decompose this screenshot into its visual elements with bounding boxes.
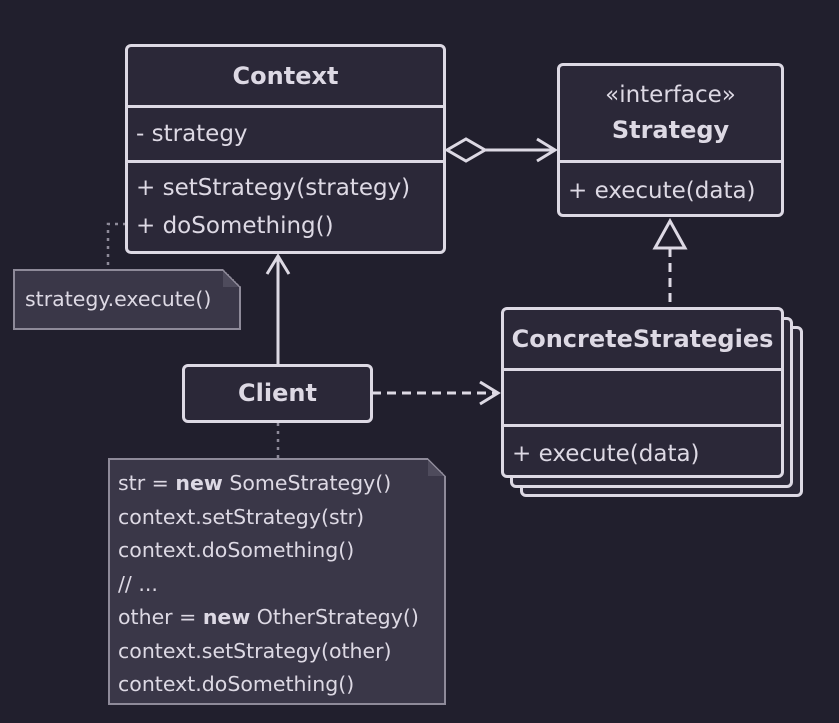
context-note-anchor	[106, 222, 126, 270]
client-note-line: context.doSomething()	[110, 668, 444, 702]
code-text: SomeStrategy()	[222, 471, 392, 495]
code-text: context.setStrategy(str)	[118, 504, 365, 529]
code-text: context.setStrategy(other)	[118, 638, 392, 663]
client-note-line: context.setStrategy(str)	[110, 501, 444, 535]
aggregation-diamond	[444, 137, 488, 163]
client-note: str = new SomeStrategy() context.setStrat…	[108, 458, 446, 705]
code-text: other =	[118, 605, 203, 629]
client-note-line: context.setStrategy(other)	[110, 635, 444, 669]
strategy-stereotype: «interface»	[605, 82, 736, 108]
code-text: str =	[118, 471, 176, 495]
client-note-line: context.doSomething()	[110, 534, 444, 568]
dependency-arrowhead	[479, 380, 501, 406]
client-note-line: other = new OtherStrategy()	[110, 601, 444, 635]
context-methods: + setStrategy(strategy) + doSomething()	[128, 160, 443, 254]
context-class: Context - strategy + setStrategy(strateg…	[125, 44, 446, 254]
context-method-do-something: + doSomething()	[136, 213, 334, 239]
code-keyword: new	[175, 471, 223, 495]
code-keyword: new	[202, 605, 251, 629]
code-text: // ...	[118, 571, 158, 596]
context-note-text: strategy.execute()	[25, 287, 212, 311]
strategy-interface-name: Strategy	[611, 116, 730, 144]
concrete-method-execute: + execute(data)	[504, 424, 781, 478]
concrete-strategies-class: ConcreteStrategies + execute(data)	[501, 307, 784, 478]
context-class-name: Context	[232, 62, 339, 90]
client-note-line: str = new SomeStrategy()	[110, 467, 444, 501]
client-note-line: // ...	[110, 568, 444, 602]
aggregation-connector	[444, 137, 558, 163]
code-text: context.doSomething()	[118, 672, 355, 696]
client-dependency-connector	[372, 380, 501, 406]
note-fold-icon	[223, 269, 241, 287]
context-note: strategy.execute()	[13, 269, 241, 330]
client-class-name: Client	[238, 379, 317, 407]
context-field-strategy: - strategy	[128, 105, 443, 160]
realization-triangle	[652, 217, 688, 250]
strategy-interface: «interface» Strategy + execute(data)	[557, 63, 784, 217]
client-note-code: str = new SomeStrategy() context.setStrat…	[110, 467, 444, 702]
realization-connector	[652, 217, 688, 308]
client-context-association	[265, 253, 291, 364]
concrete-strategies-name: ConcreteStrategies	[511, 325, 774, 353]
client-class: Client	[182, 364, 373, 423]
strategy-method-execute: + execute(data)	[560, 160, 781, 217]
concrete-strategies-fields	[504, 368, 781, 424]
context-method-set-strategy: + setStrategy(strategy)	[136, 175, 411, 201]
aggregation-arrowhead	[536, 137, 558, 163]
code-text: OtherStrategy()	[250, 605, 419, 629]
code-text: context.doSomething()	[118, 538, 355, 562]
association-arrowhead	[265, 253, 291, 275]
note-fold-icon	[428, 458, 446, 476]
